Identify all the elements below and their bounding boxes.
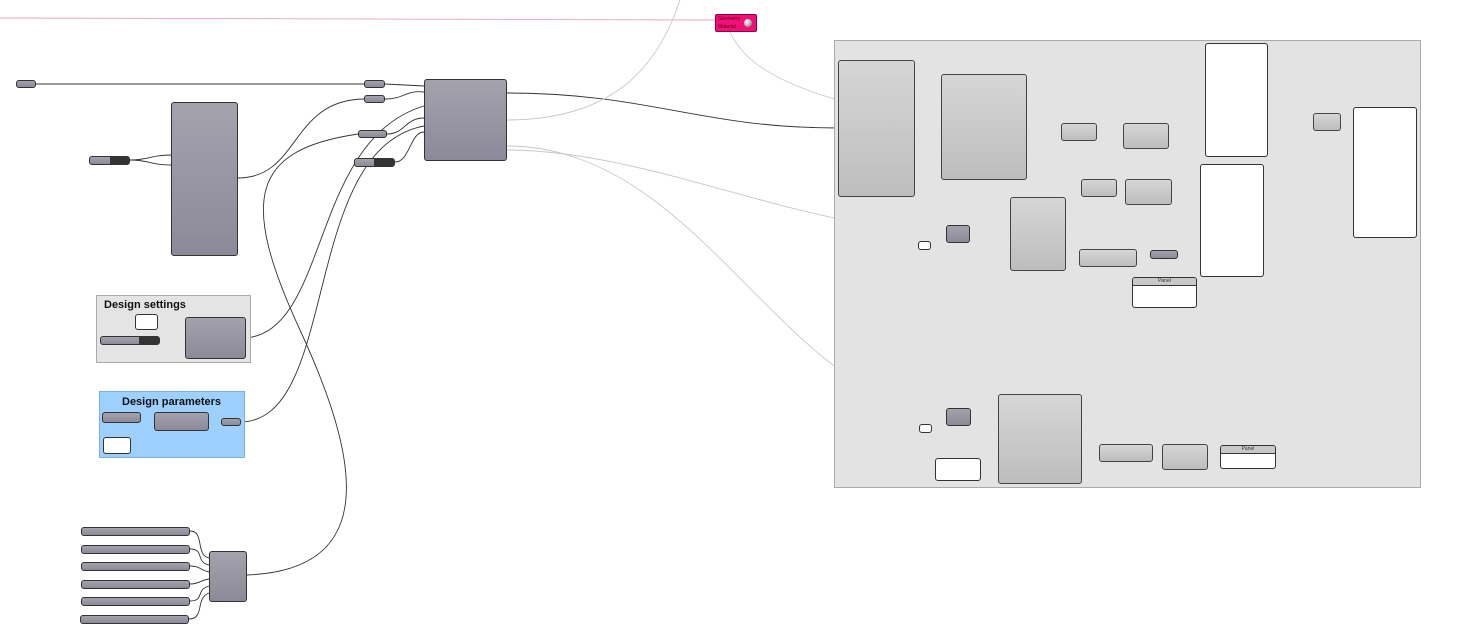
value-list[interactable]: [81, 545, 190, 554]
param-component[interactable]: [102, 412, 141, 423]
panel-title: Panel: [1221, 446, 1275, 454]
cluster-component[interactable]: [1162, 444, 1208, 470]
panel-empty[interactable]: [135, 314, 158, 330]
cluster-component[interactable]: [838, 60, 915, 197]
param-component[interactable]: [221, 418, 241, 426]
panel-empty[interactable]: [918, 241, 931, 250]
panel[interactable]: Panel: [1132, 277, 1197, 308]
cluster-component[interactable]: [998, 394, 1082, 484]
output-panel[interactable]: [1353, 107, 1417, 238]
parameters-component[interactable]: [154, 412, 209, 431]
number-slider[interactable]: [100, 336, 160, 345]
value-list[interactable]: [81, 580, 190, 589]
param-component[interactable]: [946, 408, 971, 426]
group-title: Design settings: [104, 299, 186, 311]
input-label: Geometry: [718, 16, 740, 22]
param-component[interactable]: [364, 95, 385, 103]
settings-component[interactable]: [185, 317, 246, 359]
cluster-component[interactable]: [1099, 444, 1153, 462]
value-list[interactable]: [81, 527, 190, 536]
group-title: Design parameters: [122, 396, 222, 408]
output-panel[interactable]: [1200, 164, 1264, 277]
custom-preview-component[interactable]: Geometry Material: [715, 14, 757, 32]
panel-empty[interactable]: [919, 424, 932, 433]
param-component[interactable]: [358, 130, 387, 138]
output-panel[interactable]: [1205, 43, 1268, 157]
cluster-component[interactable]: [1123, 123, 1169, 149]
large-component[interactable]: [171, 102, 238, 256]
panel-empty[interactable]: [935, 458, 981, 481]
cluster-component[interactable]: [1061, 123, 1097, 141]
value-list[interactable]: [81, 597, 190, 606]
cluster-component[interactable]: [941, 74, 1027, 180]
main-component[interactable]: [424, 79, 507, 161]
number-slider[interactable]: [354, 158, 395, 167]
number-slider[interactable]: [89, 156, 130, 165]
cluster-component[interactable]: [1313, 113, 1341, 131]
panel[interactable]: Panel: [1220, 445, 1276, 469]
cluster-component[interactable]: [1010, 197, 1066, 271]
cluster-component[interactable]: [1125, 179, 1172, 205]
panel-title: Panel: [1133, 278, 1196, 286]
value-list[interactable]: [81, 562, 190, 571]
panel-empty[interactable]: [103, 437, 131, 454]
cluster-component[interactable]: [1079, 249, 1137, 267]
param-component[interactable]: [364, 80, 385, 88]
preview-sphere-icon: [744, 19, 752, 27]
param-component[interactable]: [16, 80, 36, 88]
param-component[interactable]: [1150, 250, 1178, 259]
value-list[interactable]: [80, 615, 189, 624]
param-component[interactable]: [946, 225, 970, 243]
merge-component[interactable]: [209, 551, 247, 602]
input-label: Material: [718, 24, 736, 30]
cluster-component[interactable]: [1081, 179, 1117, 197]
